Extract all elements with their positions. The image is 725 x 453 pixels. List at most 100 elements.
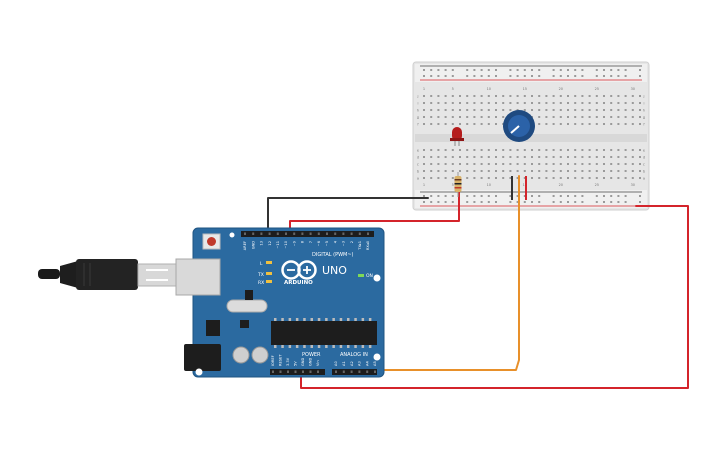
breadboard-hole[interactable]: [509, 170, 512, 172]
breadboard-hole[interactable]: [466, 69, 469, 71]
breadboard-hole[interactable]: [581, 170, 584, 172]
breadboard-hole[interactable]: [430, 123, 433, 125]
breadboard-hole[interactable]: [624, 170, 627, 172]
breadboard-hole[interactable]: [631, 156, 634, 158]
breadboard-hole[interactable]: [603, 177, 605, 179]
header-pin[interactable]: [335, 370, 337, 374]
breadboard-hole[interactable]: [502, 156, 505, 158]
breadboard-hole[interactable]: [430, 75, 433, 77]
breadboard-hole[interactable]: [437, 116, 440, 118]
breadboard-hole[interactable]: [588, 149, 591, 151]
breadboard-hole[interactable]: [631, 116, 634, 118]
breadboard-hole[interactable]: [487, 149, 490, 151]
breadboard-hole[interactable]: [509, 109, 512, 111]
breadboard-hole[interactable]: [610, 195, 613, 197]
header-pin[interactable]: [287, 370, 289, 374]
breadboard-hole[interactable]: [487, 195, 490, 197]
breadboard-hole[interactable]: [451, 156, 454, 158]
breadboard-hole[interactable]: [451, 163, 454, 165]
breadboard-hole[interactable]: [545, 156, 548, 158]
breadboard-hole[interactable]: [617, 109, 620, 111]
breadboard-hole[interactable]: [466, 149, 469, 151]
breadboard-hole[interactable]: [574, 201, 577, 203]
breadboard-hole[interactable]: [523, 69, 526, 71]
breadboard-hole[interactable]: [588, 123, 591, 125]
breadboard-hole[interactable]: [581, 177, 584, 179]
breadboard-hole[interactable]: [610, 69, 613, 71]
breadboard-hole[interactable]: [423, 123, 425, 125]
breadboard-hole[interactable]: [473, 149, 476, 151]
breadboard-hole[interactable]: [430, 109, 433, 111]
breadboard-hole[interactable]: [437, 69, 440, 71]
breadboard-hole[interactable]: [509, 69, 512, 71]
wires[interactable]: [267, 175, 689, 389]
arduino-uno[interactable]: ARDUINO UNO DIGITAL (PWM~) POWER ANALOG …: [175, 227, 385, 378]
header-pin[interactable]: [293, 232, 296, 236]
breadboard-hole[interactable]: [523, 201, 526, 203]
breadboard-hole[interactable]: [552, 170, 555, 172]
breadboard-hole[interactable]: [451, 102, 454, 104]
breadboard-hole[interactable]: [451, 123, 454, 125]
breadboard-hole[interactable]: [631, 170, 634, 172]
breadboard-hole[interactable]: [487, 116, 490, 118]
breadboard-hole[interactable]: [495, 109, 497, 111]
breadboard-hole[interactable]: [502, 109, 505, 111]
header-pin[interactable]: [358, 232, 361, 236]
breadboard-hole[interactable]: [581, 156, 584, 158]
breadboard-hole[interactable]: [466, 201, 469, 203]
breadboard-hole[interactable]: [473, 116, 476, 118]
breadboard-hole[interactable]: [509, 102, 512, 104]
breadboard-hole[interactable]: [531, 95, 533, 97]
breadboard-hole[interactable]: [423, 156, 425, 158]
breadboard-hole[interactable]: [538, 116, 541, 118]
breadboard-hole[interactable]: [639, 69, 641, 71]
breadboard-hole[interactable]: [430, 95, 433, 97]
breadboard-hole[interactable]: [444, 69, 447, 71]
header-pin[interactable]: [367, 232, 369, 236]
breadboard-hole[interactable]: [423, 116, 425, 118]
breadboard-hole[interactable]: [495, 201, 497, 203]
breadboard-hole[interactable]: [574, 69, 577, 71]
breadboard-hole[interactable]: [430, 149, 433, 151]
breadboard-hole[interactable]: [516, 102, 519, 104]
breadboard-hole[interactable]: [595, 201, 598, 203]
led[interactable]: [450, 127, 464, 146]
breadboard-hole[interactable]: [639, 75, 641, 77]
breadboard-hole[interactable]: [552, 163, 555, 165]
breadboard-hole[interactable]: [451, 201, 454, 203]
breadboard-hole[interactable]: [574, 102, 577, 104]
breadboard-hole[interactable]: [624, 177, 627, 179]
breadboard-hole[interactable]: [480, 75, 483, 77]
breadboard-hole[interactable]: [516, 163, 519, 165]
breadboard-hole[interactable]: [459, 163, 461, 165]
breadboard-hole[interactable]: [624, 195, 627, 197]
breadboard-hole[interactable]: [595, 95, 598, 97]
header-pin[interactable]: [317, 232, 320, 236]
breadboard-hole[interactable]: [509, 149, 512, 151]
breadboard-hole[interactable]: [581, 195, 584, 197]
breadboard-hole[interactable]: [574, 177, 577, 179]
breadboard-hole[interactable]: [631, 177, 634, 179]
breadboard-hole[interactable]: [538, 201, 541, 203]
breadboard-hole[interactable]: [595, 177, 598, 179]
breadboard-hole[interactable]: [523, 195, 526, 197]
breadboard-hole[interactable]: [574, 163, 577, 165]
breadboard-hole[interactable]: [430, 201, 433, 203]
breadboard-hole[interactable]: [516, 177, 519, 179]
breadboard-hole[interactable]: [617, 116, 620, 118]
breadboard-hole[interactable]: [567, 195, 569, 197]
breadboard-hole[interactable]: [423, 75, 425, 77]
breadboard-hole[interactable]: [451, 177, 454, 179]
breadboard-hole[interactable]: [437, 123, 440, 125]
breadboard-hole[interactable]: [581, 123, 584, 125]
breadboard-hole[interactable]: [531, 69, 533, 71]
breadboard-hole[interactable]: [639, 123, 641, 125]
breadboard-hole[interactable]: [495, 177, 497, 179]
breadboard-hole[interactable]: [567, 123, 569, 125]
breadboard-hole[interactable]: [516, 109, 519, 111]
breadboard-hole[interactable]: [603, 163, 605, 165]
breadboard-hole[interactable]: [466, 177, 469, 179]
breadboard-hole[interactable]: [437, 156, 440, 158]
breadboard-hole[interactable]: [451, 95, 454, 97]
breadboard-hole[interactable]: [617, 123, 620, 125]
